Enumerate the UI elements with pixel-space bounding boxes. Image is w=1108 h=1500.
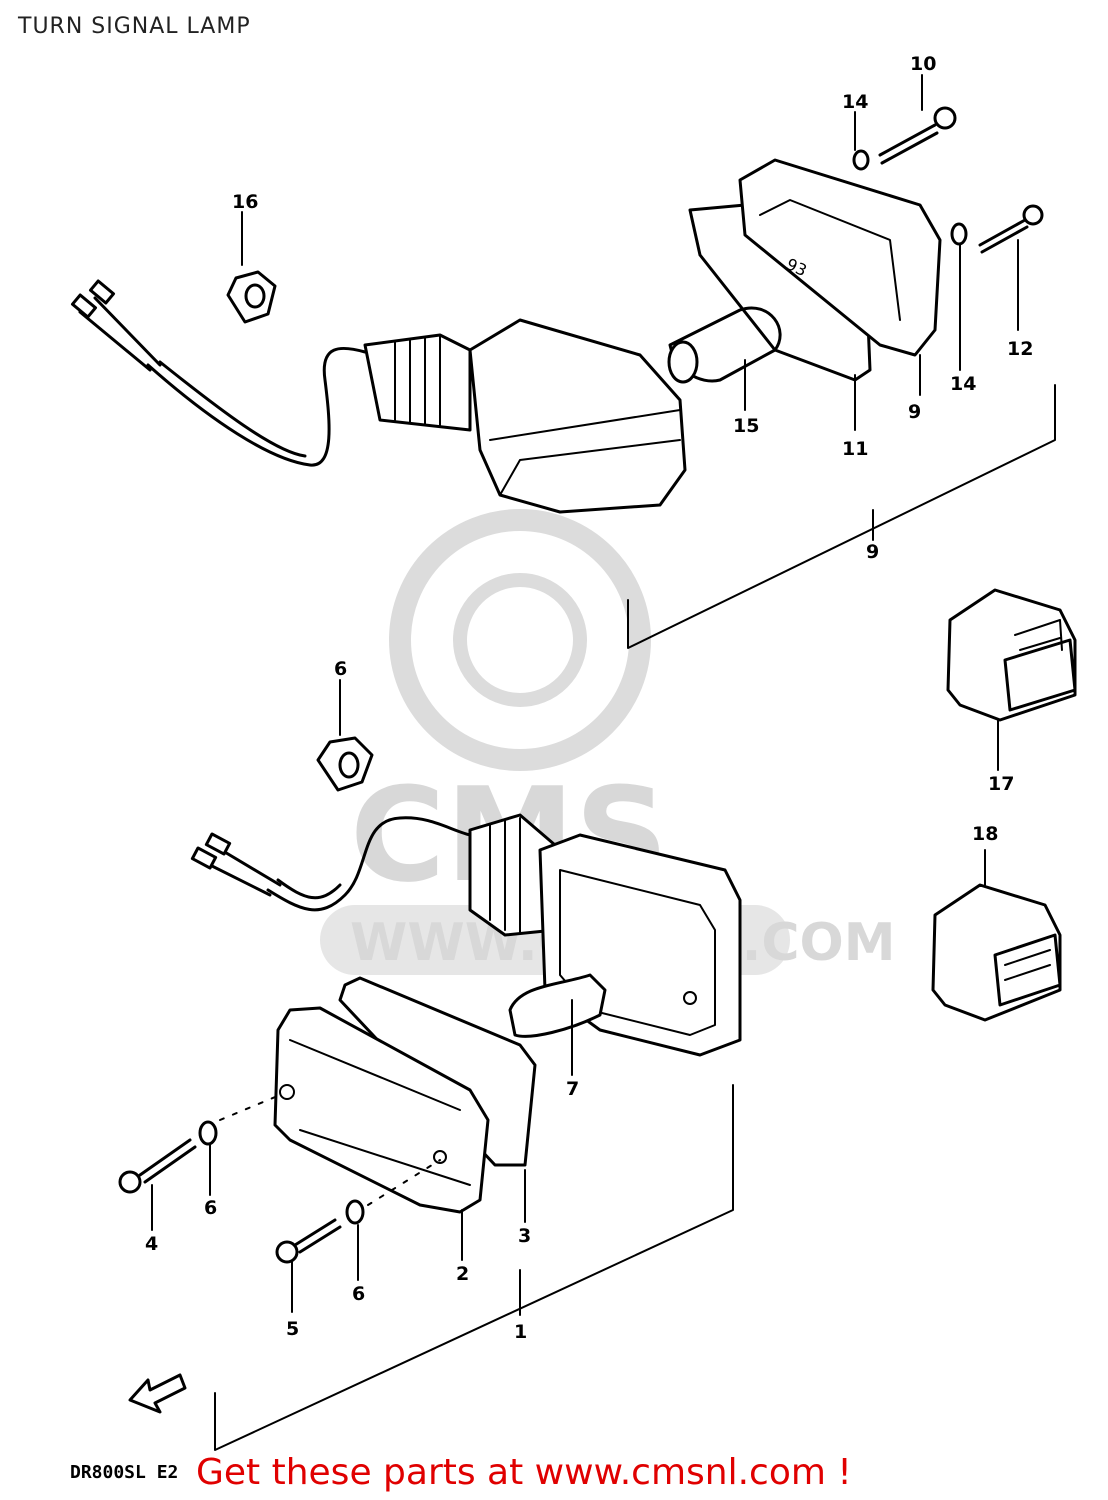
- lower-nut: [316, 736, 374, 792]
- upper-screw-12: [878, 106, 957, 165]
- lower-gasket: [338, 976, 537, 1167]
- upper-bulb: [667, 306, 782, 384]
- lower-screw-5: [275, 1218, 342, 1264]
- callout-9: 9: [866, 541, 879, 563]
- promo-link[interactable]: Get these parts at www.cmsnl.com !: [196, 1452, 852, 1493]
- callout-13: 12: [1007, 338, 1033, 360]
- callout-4: 4: [145, 1233, 158, 1255]
- callout-3: 3: [518, 1225, 531, 1247]
- front-direction-arrow: [128, 1373, 187, 1414]
- lower-assembly-bracket: [214, 1084, 734, 1451]
- callout-14-upper: 14: [842, 91, 868, 113]
- callout-18: 18: [972, 823, 998, 845]
- callout-1: 1: [514, 1321, 527, 1343]
- upper-lamp-housing: [363, 318, 687, 514]
- lower-wire-harness: [190, 816, 472, 912]
- callout-17: 17: [988, 773, 1014, 795]
- upper-washer-14a: [852, 149, 870, 171]
- upper-washer-14b: [950, 222, 968, 246]
- upper-nut: [226, 270, 277, 324]
- callout-6-nut: 6: [334, 658, 347, 680]
- callout-10: 9: [908, 401, 921, 423]
- upper-lens: 93: [738, 158, 942, 357]
- callout-2: 2: [456, 1263, 469, 1285]
- relay-18: [931, 849, 1062, 1022]
- model-code: DR800SL E2: [70, 1462, 179, 1483]
- lower-screw-4: [118, 1138, 197, 1194]
- lower-bulb: [508, 973, 607, 1038]
- callout-6-lower: 6: [352, 1283, 365, 1305]
- upper-assembly-bracket: [627, 384, 1056, 649]
- lower-washer-6a: [198, 1120, 218, 1146]
- upper-screw-13: [978, 204, 1044, 254]
- callout-16: 16: [232, 191, 258, 213]
- callout-6-left: 6: [204, 1197, 217, 1219]
- callout-11: 11: [842, 438, 868, 460]
- callout-5: 5: [286, 1318, 299, 1340]
- upper-wire-harness: [70, 279, 367, 467]
- relay-17: [946, 588, 1077, 771]
- callout-14-side: 14: [950, 373, 976, 395]
- callout-12: 10: [910, 53, 936, 75]
- lower-lens: [273, 1006, 490, 1214]
- lower-washer-6b: [345, 1199, 365, 1225]
- callout-7: 7: [566, 1078, 579, 1100]
- page-title: TURN SIGNAL LAMP: [18, 14, 251, 39]
- callout-15: 15: [733, 415, 759, 437]
